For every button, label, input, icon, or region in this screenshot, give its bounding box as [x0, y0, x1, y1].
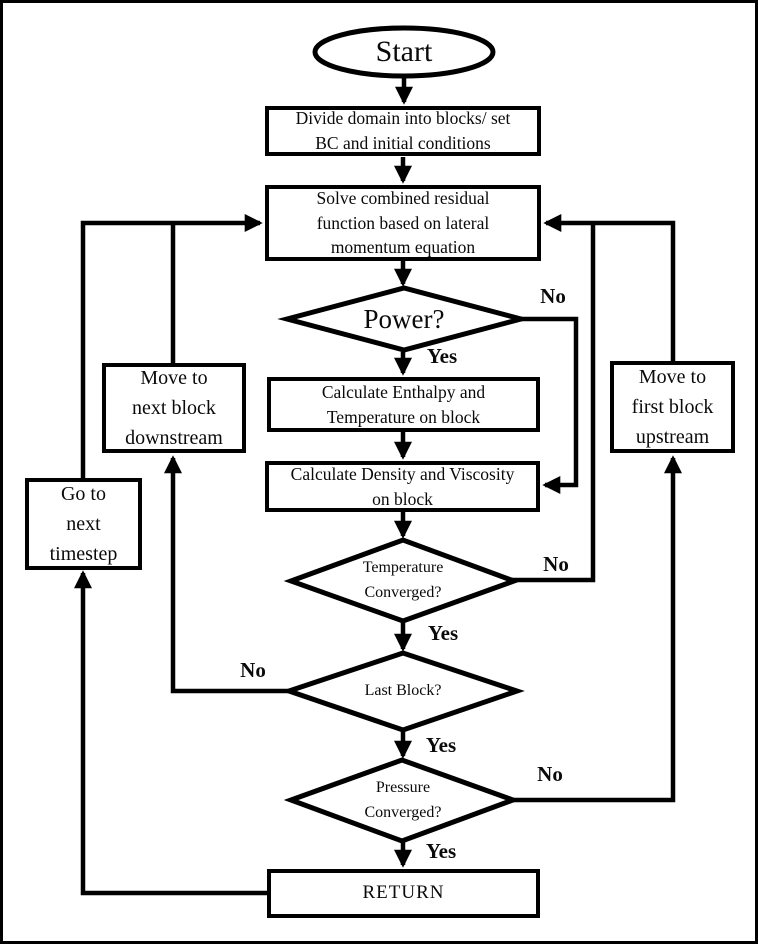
move-upstream-box: Move to first block upstream: [610, 361, 735, 453]
decision-diamonds: [277, 285, 531, 844]
power-yes-label: Yes: [426, 343, 458, 368]
last-block-yes-label: Yes: [425, 732, 457, 757]
last-block-no-label: No: [240, 657, 266, 682]
last-block-decision: Last Block?: [364, 681, 442, 699]
pressure-converged-decision: Pressure Converged?: [364, 779, 442, 821]
calc-enthalpy-box: Calculate Enthalpy and Temperature on bl…: [267, 377, 540, 432]
pressure-yes-label: Yes: [425, 838, 457, 863]
pressure-no-label: No: [537, 761, 563, 786]
main-flow-arrows: [394, 78, 413, 868]
divide-domain-box: Divide domain into blocks/ set BC and in…: [265, 106, 541, 156]
power-decision: Power?: [363, 303, 445, 334]
calc-density-box: Calculate Density and Viscosity on block: [265, 461, 540, 512]
pressure-diamond-shape: [283, 757, 521, 844]
temperature-converged-decision: Temperature Converged?: [362, 559, 444, 601]
move-downstream-box: Move to next block downstream: [102, 363, 246, 453]
start-node: Start: [375, 34, 433, 68]
solve-residual-box: Solve combined residual function based o…: [265, 185, 541, 261]
temperature-diamond-shape: [283, 537, 522, 624]
return-box: RETURN: [267, 869, 540, 918]
go-next-timestep-box: Go to next timestep: [25, 478, 142, 570]
start-ellipse: [312, 25, 496, 79]
temperature-no-label: No: [543, 551, 569, 576]
last-block-diamond-shape: [281, 650, 525, 733]
loop-connectors: [74, 214, 682, 896]
flowchart-connectors: [74, 25, 682, 896]
power-no-label: No: [540, 283, 566, 308]
power-diamond-shape: [277, 285, 531, 353]
temperature-yes-label: Yes: [427, 620, 459, 645]
